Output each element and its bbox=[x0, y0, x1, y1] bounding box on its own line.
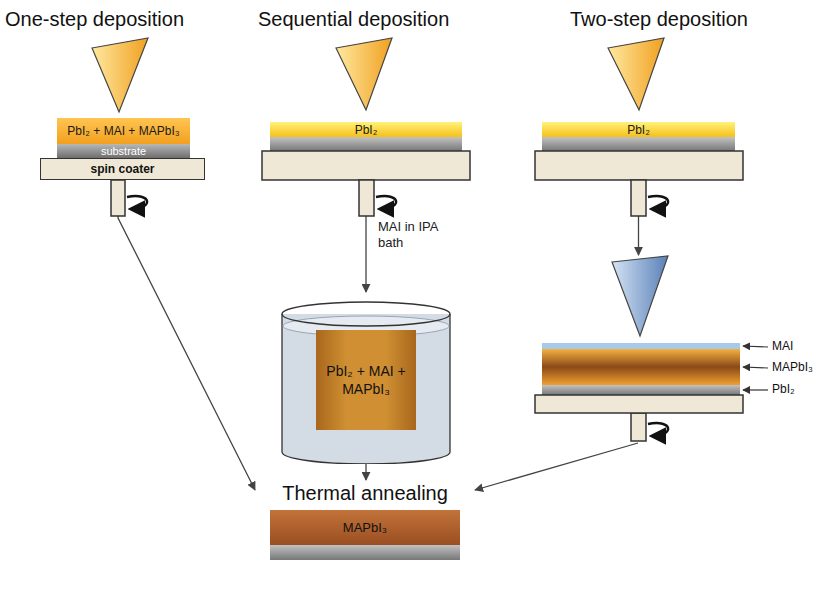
pipette bbox=[612, 256, 668, 336]
film-layer: PbI₂ + MAI + MAPbI₃ bbox=[57, 118, 190, 144]
pipette bbox=[608, 38, 664, 110]
spin-shaft bbox=[359, 180, 374, 216]
layer-label: MAPbI₃ bbox=[343, 520, 387, 535]
pipette bbox=[92, 38, 148, 112]
spin-coater: spin coater bbox=[40, 158, 205, 180]
process-arrow bbox=[365, 464, 366, 480]
leader-arrow bbox=[743, 346, 768, 347]
substrate-layer bbox=[270, 137, 462, 151]
layer-label: substrate bbox=[101, 145, 146, 158]
film-layer: MAPbI₃ bbox=[270, 510, 460, 545]
rotation-arrow bbox=[648, 196, 668, 209]
layer-label: PbI₂ bbox=[627, 123, 650, 137]
substrate-layer bbox=[542, 137, 735, 151]
beaker-body bbox=[282, 314, 450, 464]
film-layer: PbI₂ bbox=[270, 122, 462, 137]
perovskite-layer bbox=[542, 349, 740, 385]
spin-shaft bbox=[631, 180, 646, 216]
edge-label: MAI in IPA bath bbox=[376, 218, 460, 252]
spin-shaft bbox=[111, 180, 125, 216]
layer-label: spin coater bbox=[90, 162, 154, 176]
column-heading: Two-step deposition bbox=[570, 8, 748, 31]
film-layer: PbI₂ bbox=[542, 122, 735, 137]
pbi2-layer bbox=[542, 385, 740, 395]
pipette bbox=[336, 38, 392, 110]
layer-label: PbI₂ bbox=[355, 123, 378, 137]
spin-coater bbox=[535, 395, 743, 413]
leader-arrow bbox=[743, 367, 768, 368]
rotation-arrow bbox=[127, 196, 147, 209]
substrate-layer: substrate bbox=[57, 144, 190, 158]
column-heading: Sequential deposition bbox=[258, 8, 449, 31]
step-heading-box: Thermal annealing bbox=[255, 480, 475, 506]
layer-label: PbI₂ bbox=[772, 382, 795, 397]
step-heading: Thermal annealing bbox=[282, 482, 448, 505]
rotation-arrow bbox=[648, 423, 668, 436]
process-arrow bbox=[118, 180, 255, 490]
mai-layer bbox=[542, 343, 740, 349]
layer-label: PbI₂ + MAI + MAPbI₃ bbox=[67, 124, 179, 138]
spin-coater bbox=[535, 151, 743, 180]
sample-label: PbI₂ + MAI + MAPbI₃ bbox=[322, 362, 410, 398]
beaker-rim bbox=[282, 302, 450, 326]
layer-label: MAI bbox=[772, 339, 793, 354]
spin-coater bbox=[262, 151, 470, 180]
substrate-layer bbox=[270, 545, 460, 560]
immersed-sample: PbI₂ + MAI + MAPbI₃ bbox=[316, 330, 416, 430]
process-arrow bbox=[475, 443, 638, 490]
spin-shaft bbox=[631, 413, 646, 441]
ipa-bath: PbI₂ + MAI + MAPbI₃ bbox=[280, 292, 452, 464]
rotation-arrow bbox=[376, 196, 396, 209]
annealed-film: Thermal annealingMAPbI₃ bbox=[255, 480, 475, 562]
column-heading: One-step deposition bbox=[5, 8, 184, 31]
spin-stage: MAI MAPbI₃ PbI₂ bbox=[540, 255, 822, 443]
leader-arrow bbox=[743, 389, 768, 390]
layer-label: MAPbI₃ bbox=[772, 360, 813, 375]
